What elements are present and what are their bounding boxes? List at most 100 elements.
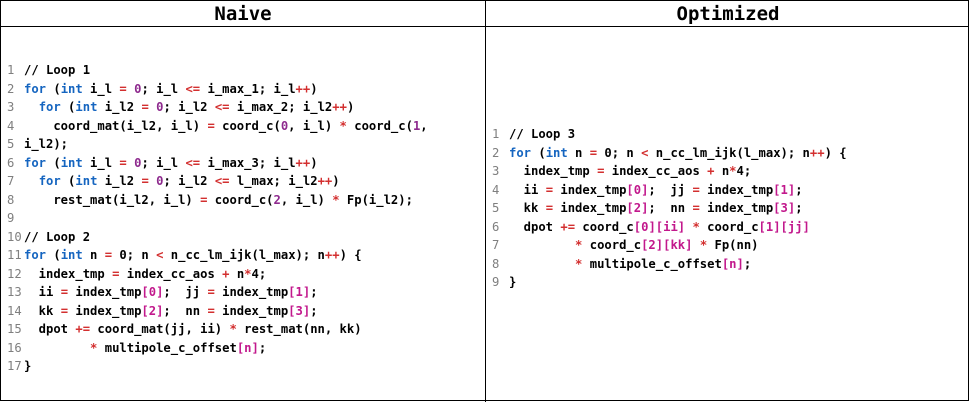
code-token: n: [714, 164, 730, 178]
code-token: [kk]: [663, 238, 693, 252]
code-token: n: [82, 248, 105, 262]
code-token: 0; n: [112, 248, 157, 262]
line-number: 3: [7, 100, 15, 114]
code-token: n: [567, 145, 590, 160]
code-token: =: [141, 174, 149, 188]
code-text: * multipole_c_offset[n];: [509, 255, 751, 274]
code-token: (: [531, 145, 546, 160]
code-token: [509, 238, 575, 252]
code-token: ii: [24, 285, 61, 299]
code-token: dpot: [24, 322, 76, 336]
code-text: rest_mat(i_l2, i_l) = coord_c(2, i_l) * …: [24, 191, 413, 210]
code-token: for: [24, 155, 47, 170]
optimized-code-line: 7 * coord_c[2][kk] * Fp(nn): [492, 236, 969, 255]
code-token: i_max_1; i_l: [200, 81, 296, 96]
line-number: 11: [7, 248, 22, 262]
code-text: index_tmp = index_cc_aos + n*4;: [509, 162, 752, 181]
line-number: 1: [492, 127, 500, 141]
code-token: [0]: [633, 219, 656, 234]
code-token: index_tmp: [68, 285, 142, 299]
code-token: =: [112, 266, 120, 281]
code-token: *: [575, 256, 583, 271]
code-token: *: [339, 118, 347, 133]
naive-code-line: 10// Loop 2: [7, 228, 485, 247]
naive-code-line: 16 * multipole_c_offset[n];: [7, 339, 485, 358]
code-token: (: [60, 174, 76, 188]
code-text: for (int i_l = 0; i_l <= i_max_3; i_l++): [24, 154, 318, 173]
code-token: 0: [280, 118, 289, 133]
code-token: coord_c(: [346, 118, 413, 133]
line-number: 6: [7, 155, 15, 170]
line-number: 7: [7, 174, 15, 188]
code-token: coord_mat(i_l2, i_l): [24, 118, 208, 133]
code-token: ;: [310, 285, 318, 299]
line-number: 14: [7, 303, 22, 318]
code-token: 1: [412, 118, 421, 133]
code-text: // Loop 3: [509, 125, 575, 144]
line-number: 9: [7, 211, 15, 225]
optimized-code-line: 4 ii = index_tmp[0]; jj = index_tmp[1];: [492, 181, 969, 200]
code-token: [2]: [141, 303, 164, 318]
optimized-code-line: 1 // Loop 3: [492, 125, 969, 144]
code-text: kk = index_tmp[2]; nn = index_tmp[3];: [24, 302, 318, 321]
code-token: +=: [560, 219, 576, 234]
code-token: 0: [134, 81, 142, 96]
code-token: [509, 257, 575, 271]
naive-code-line: 12 index_tmp = index_cc_aos + n*4;: [7, 265, 485, 284]
naive-code-line: 7 for (int i_l2 = 0; i_l2 <= l_max; i_l2…: [7, 172, 485, 191]
code-token: =: [207, 303, 215, 318]
code-token: [ii]: [655, 219, 686, 234]
code-token: int: [545, 145, 568, 160]
code-token: [0]: [626, 182, 649, 197]
code-token: ++: [332, 100, 347, 114]
code-token: (: [46, 155, 61, 170]
code-token: =: [545, 201, 554, 215]
naive-code-line: 13 ii = index_tmp[0]; jj = index_tmp[1];: [7, 283, 485, 302]
code-token: =: [207, 118, 215, 133]
naive-code-line: 9: [7, 209, 485, 228]
line-number: 15: [7, 322, 22, 336]
code-token: n_cc_lm_ijk(l_max); n: [648, 145, 810, 160]
optimized-code-line: 5 kk = index_tmp[2]; nn = index_tmp[3];: [492, 199, 969, 218]
code-text: * multipole_c_offset[n];: [24, 339, 266, 358]
code-token: index_tmp: [553, 182, 627, 197]
line-number: 2: [492, 145, 500, 160]
code-token: 0: [156, 100, 164, 114]
line-number: 13: [7, 285, 22, 299]
code-token: +=: [75, 322, 91, 336]
code-token: [2]: [626, 201, 649, 215]
code-token: i_max_2; i_l2: [229, 100, 333, 114]
code-token: <=: [214, 174, 230, 188]
code-text: ii = index_tmp[0]; jj = index_tmp[1];: [24, 283, 318, 302]
code-token: coord_c: [575, 219, 634, 234]
code-token: index_tmp: [699, 201, 774, 215]
line-number: 12: [7, 266, 22, 281]
code-token: *: [244, 266, 252, 281]
code-token: for: [24, 81, 47, 96]
code-token: ii: [509, 182, 546, 197]
code-token: index_cc_aos: [604, 164, 708, 178]
code-token: 4;: [736, 164, 752, 178]
code-text: dpot += coord_c[0][ii] * coord_c[1][jj]: [509, 218, 810, 237]
code-token: index_tmp: [509, 164, 598, 178]
code-token: coord_c(: [214, 118, 281, 133]
code-token: ; i_l2: [163, 100, 215, 114]
code-token: ; jj: [648, 182, 693, 197]
code-token: ): [310, 155, 318, 170]
code-token: , i_l): [288, 118, 340, 133]
code-token: i_l2: [97, 174, 142, 188]
code-token: multipole_c_offset: [582, 256, 722, 271]
code-token: n_cc_lm_ijk(l_max); n: [163, 248, 325, 262]
code-token: for: [509, 145, 532, 160]
code-token: =: [545, 182, 554, 197]
code-token: [jj]: [780, 219, 810, 234]
code-token: [1]: [758, 219, 781, 234]
code-token: i_l: [82, 81, 120, 96]
code-text: dpot += coord_mat(jj, ii) * rest_mat(nn,…: [24, 320, 362, 339]
code-token: *: [575, 238, 583, 252]
